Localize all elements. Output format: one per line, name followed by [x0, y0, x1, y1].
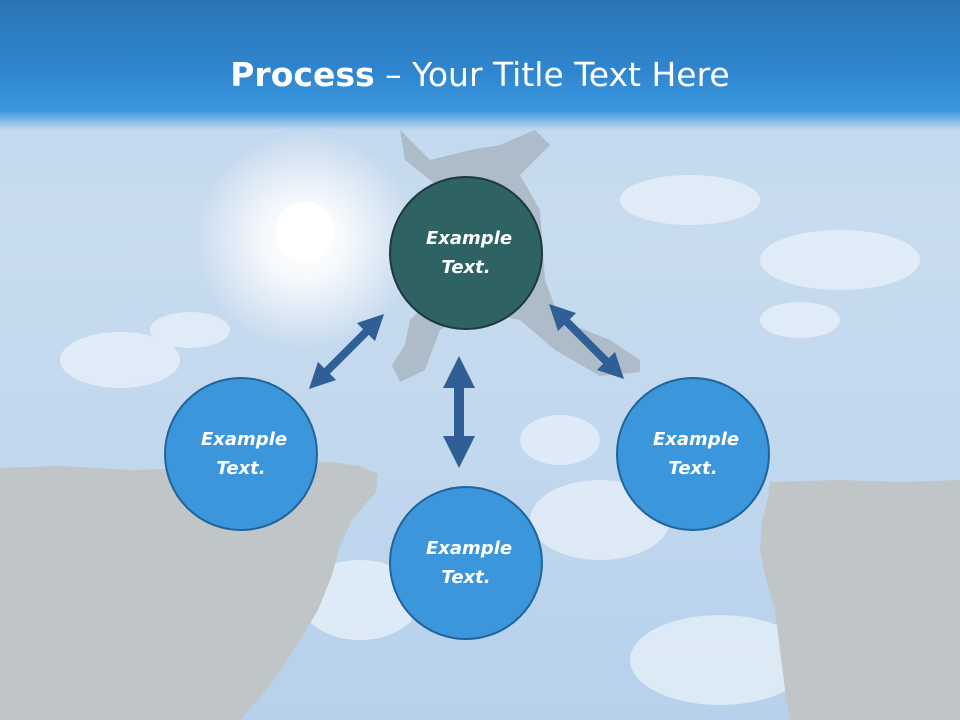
title-bar: [0, 0, 960, 130]
right-cliff: [760, 480, 960, 720]
process-circle-top[interactable]: Example Text.: [389, 176, 543, 330]
process-circle-left[interactable]: Example Text.: [164, 377, 318, 531]
left-cliff: [0, 462, 378, 720]
double-arrow-icon: [308, 313, 385, 390]
title-rest: – Your Title Text Here: [374, 55, 730, 94]
process-circle-right[interactable]: Example Text.: [616, 377, 770, 531]
title-bold: Process: [230, 55, 375, 94]
circle-label: Example Text.: [201, 429, 288, 479]
circle-label: Example Text.: [653, 429, 740, 479]
double-arrow-icon: [548, 303, 625, 380]
slide-title[interactable]: Process – Your Title Text Here: [0, 54, 960, 96]
circle-label: Example Text.: [426, 228, 513, 278]
process-circle-bottom[interactable]: Example Text.: [389, 486, 543, 640]
circle-label: Example Text.: [426, 538, 513, 588]
